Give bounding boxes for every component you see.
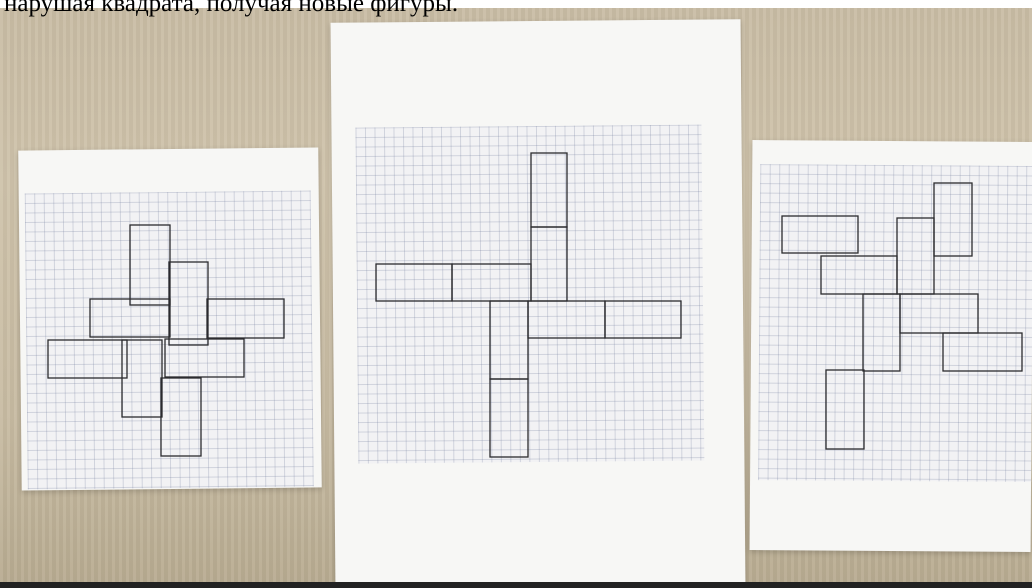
- rect-piece: [826, 370, 864, 449]
- rect-piece: [863, 294, 900, 371]
- rect-piece: [897, 218, 934, 294]
- photo: [0, 8, 1032, 588]
- rect-piece: [934, 183, 972, 256]
- desk-edge-shadow: [0, 582, 1032, 588]
- rect-piece: [900, 294, 978, 333]
- pinwheel-figure-right: [0, 8, 1032, 588]
- rect-piece: [943, 333, 1022, 371]
- rect-piece: [821, 256, 897, 294]
- rect-piece: [782, 216, 858, 253]
- caption-text: нарушая квадрата, получая новые фигуры.: [4, 0, 458, 19]
